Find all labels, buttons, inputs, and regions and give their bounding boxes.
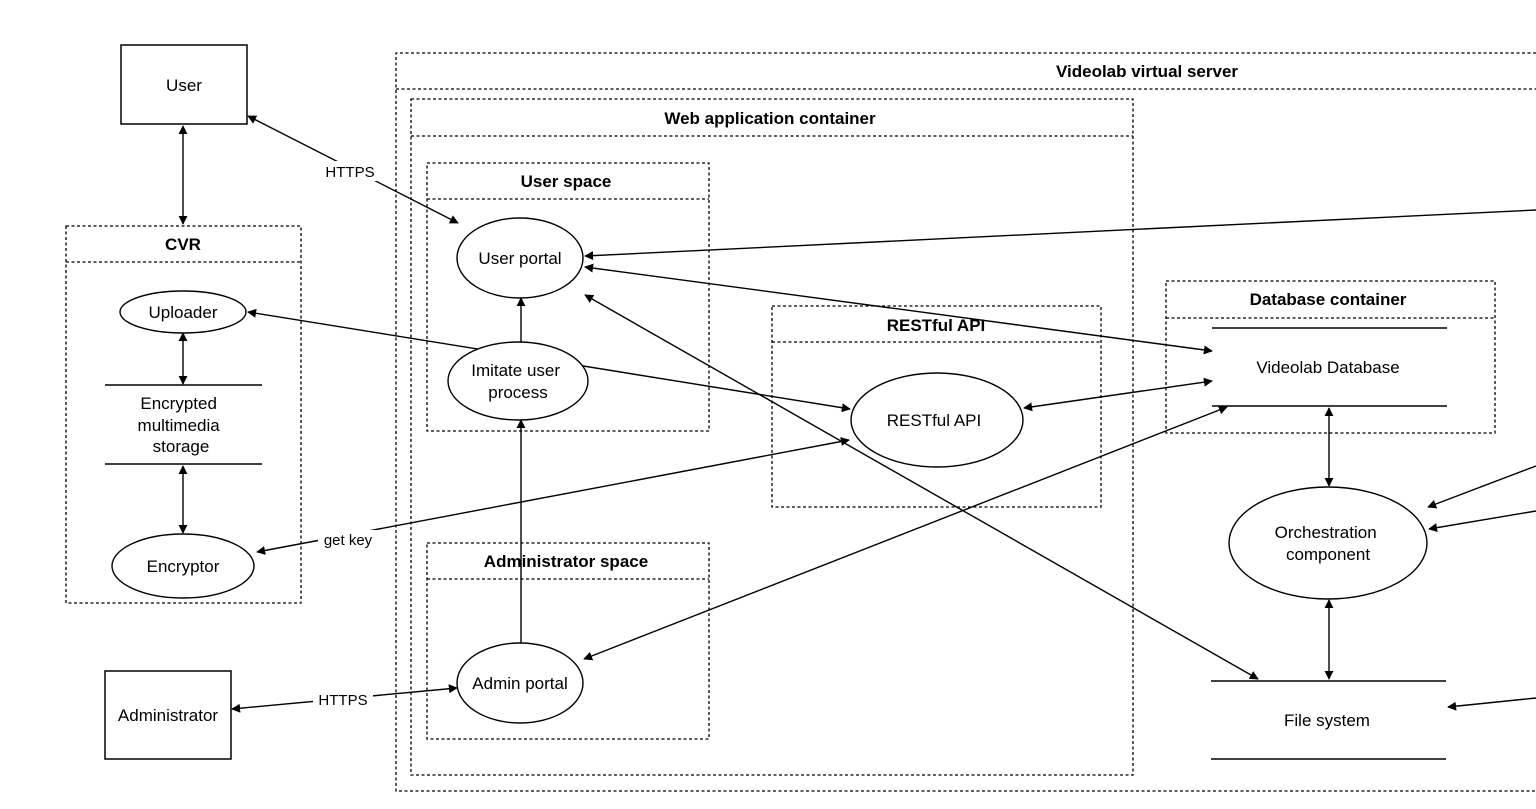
cvr-title: CVR (165, 235, 201, 254)
videolab-database: Videolab Database (1212, 327, 1447, 407)
file-system: File system (1211, 680, 1446, 760)
edge-external-userportal (584, 209, 1536, 261)
edge-userportal-database (584, 263, 1213, 355)
svg-text:Imitate user process: Imitate user process (471, 361, 565, 402)
encryptor-process: Encryptor (111, 533, 255, 599)
user-space-title: User space (521, 172, 612, 191)
edge-external-orchestration-2 (1428, 510, 1536, 533)
restful-api-label: RESTful API (887, 411, 981, 430)
user-portal-process: User portal (456, 217, 584, 299)
database-container: Database container (1165, 280, 1496, 434)
orchestration-label-line-2: component (1286, 545, 1370, 564)
restful-api-process: RESTful API (850, 372, 1024, 468)
administrator-entity: Administrator (104, 670, 232, 760)
cvr-container: CVR (65, 225, 302, 604)
admin-space-title: Administrator space (484, 552, 648, 571)
imitate-user-process: Imitate user process (447, 341, 589, 421)
user-entity-label: User (166, 76, 202, 95)
virtual-server-title: Videolab virtual server (1056, 62, 1238, 81)
administrator-entity-label: Administrator (118, 706, 218, 725)
https-user-label: HTTPS (325, 164, 374, 181)
edge-userportal-filesystem (584, 294, 1259, 680)
uploader-process: Uploader (119, 290, 247, 334)
edge-label-https-admin: HTTPS (313, 689, 373, 709)
svg-text:Encrypted multimedia: Encrypted multimedia storage (138, 394, 225, 456)
edge-label-https-user: HTTPS (320, 161, 380, 181)
svg-text:Orchestration component: Orchestration component (1275, 523, 1382, 564)
edge-external-orchestration-1 (1427, 465, 1536, 509)
videolab-database-label: Videolab Database (1256, 358, 1399, 377)
user-space-container: User space (426, 162, 710, 432)
orchestration-label-line-1: Orchestration (1275, 523, 1377, 542)
user-entity: User (120, 44, 248, 125)
encrypted-storage: Encrypted multimedia storage (105, 384, 262, 465)
edge-external-filesystem (1447, 697, 1536, 711)
admin-portal-process: Admin portal (456, 642, 584, 724)
file-system-label: File system (1284, 711, 1370, 730)
encrypted-storage-line-1: Encrypted (140, 394, 217, 413)
encrypted-storage-line-2: multimedia (138, 416, 221, 435)
get-key-label: get key (324, 532, 373, 549)
edge-label-get-key: get key (318, 530, 378, 549)
imitate-user-label-line-1: Imitate user (471, 361, 560, 380)
web-app-container: Web application container (410, 98, 1134, 776)
user-portal-label: User portal (478, 249, 561, 268)
database-container-title: Database container (1250, 290, 1407, 309)
encryptor-label: Encryptor (147, 557, 220, 576)
https-admin-label: HTTPS (318, 692, 367, 709)
virtual-server-container: Videolab virtual server (395, 52, 1536, 792)
edge-restful-database (1023, 377, 1213, 412)
imitate-user-label-line-2: process (488, 383, 548, 402)
encrypted-storage-line-3: storage (153, 437, 210, 456)
orchestration-component: Orchestration component (1228, 486, 1428, 600)
web-app-title: Web application container (664, 109, 876, 128)
uploader-label: Uploader (149, 303, 218, 322)
admin-portal-label: Admin portal (472, 674, 567, 693)
